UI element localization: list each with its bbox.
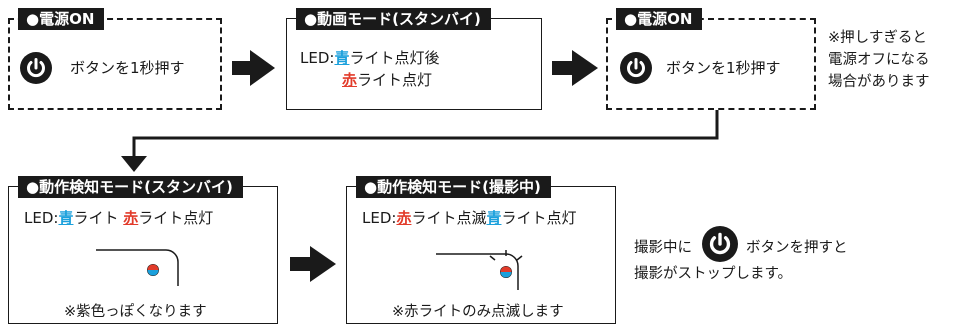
red-led-word: 赤	[396, 209, 412, 227]
side-note-line3: 場合があります	[828, 74, 930, 90]
arrow-right-icon	[552, 50, 598, 86]
blue-led-word: 青	[58, 209, 74, 227]
led-desc: ライト	[73, 209, 124, 227]
led-label: LED:	[300, 49, 335, 67]
step-motion-recording-note: ※赤ライトのみ点滅します	[392, 304, 564, 320]
blue-led-word: 青	[334, 49, 350, 67]
step-motion-standby-note: ※紫色っぽくなります	[64, 304, 207, 320]
arrow-right-icon	[232, 50, 275, 86]
led-desc: ライト点灯後	[349, 49, 440, 67]
led-desc: ライト点灯	[357, 71, 433, 89]
led-desc: ライト点滅	[411, 209, 487, 227]
stop-note-line2: 撮影がストップします。	[634, 266, 793, 282]
step-motion-recording-led: LED:赤ライト点滅青ライト点灯	[362, 208, 577, 228]
arrow-right-icon	[290, 246, 336, 282]
step-motion-standby-tag: ●動作検知モード(スタンバイ)	[18, 176, 243, 198]
led-label: LED:	[24, 209, 59, 227]
led-desc: ライト点灯	[501, 209, 577, 227]
step-power-on-1-tag: ●電源ON	[18, 8, 105, 30]
blue-led-word: 青	[486, 209, 502, 227]
led-desc: ライト点灯	[138, 209, 214, 227]
step-video-standby-tag: ●動画モード(スタンバイ)	[296, 8, 491, 30]
step-power-on-1-text: ボタンを1秒押す	[70, 59, 185, 77]
stop-note-line1b: ボタンを押すと	[746, 240, 848, 256]
side-note-line2: 電源オフになる	[828, 52, 930, 68]
power-icon	[20, 52, 52, 84]
step-video-standby-line2: 赤ライト点灯	[342, 70, 432, 90]
step-power-on-2-tag: ●電源ON	[616, 8, 703, 30]
led-label: LED:	[362, 209, 397, 227]
red-led-word: 赤	[123, 209, 139, 227]
red-led-word: 赤	[342, 71, 358, 89]
side-note-line1: ※押しすぎると	[828, 30, 927, 46]
power-icon	[620, 52, 652, 84]
power-icon	[702, 226, 738, 262]
step-power-on-2-text: ボタンを1秒押す	[666, 59, 781, 77]
stop-note-line1a: 撮影中に	[634, 240, 692, 256]
step-motion-recording-tag: ●動作検知モード(撮影中)	[356, 176, 551, 198]
arrow-down-icon	[121, 110, 719, 172]
step-video-standby-line1: LED:青ライト点灯後	[300, 48, 439, 68]
step-motion-standby-led: LED:青ライト 赤ライト点灯	[24, 208, 213, 228]
step-power-on-1	[8, 18, 222, 110]
